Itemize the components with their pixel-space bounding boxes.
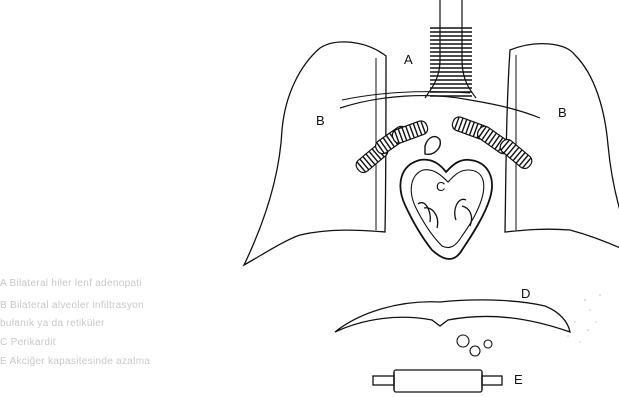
trachea-rings [430, 28, 472, 96]
heart-valve-right [455, 199, 472, 226]
right-hilar-nodes [451, 115, 535, 171]
left-lung [244, 42, 386, 265]
legend-item: C Perikardit [0, 337, 56, 348]
label-c: C [436, 179, 445, 194]
diaphragm [335, 300, 570, 332]
spirometer-tube [373, 370, 502, 392]
heart-valve-left [418, 203, 438, 228]
label-b-right: B [558, 105, 567, 120]
legend-item: bulanık ya da retiküler [0, 318, 105, 329]
air-bubbles [457, 335, 492, 356]
pulmonary-valve [425, 137, 440, 155]
legend-item: E Akciğer kapasitesinde azalma [0, 356, 150, 367]
left-hilar-nodes [354, 119, 430, 175]
legend-item: B Bilateral alveoler infiltrasyon [0, 300, 144, 311]
label-e: E [514, 372, 523, 387]
hilar-node [391, 119, 430, 144]
scan-noise [567, 294, 601, 343]
label-b-left: B [316, 113, 325, 128]
label-d: D [521, 286, 530, 301]
label-a: A [404, 52, 413, 67]
aortic-arch [340, 96, 540, 118]
legend-item: A Bilateral hiler lenf adenopati [0, 278, 142, 289]
